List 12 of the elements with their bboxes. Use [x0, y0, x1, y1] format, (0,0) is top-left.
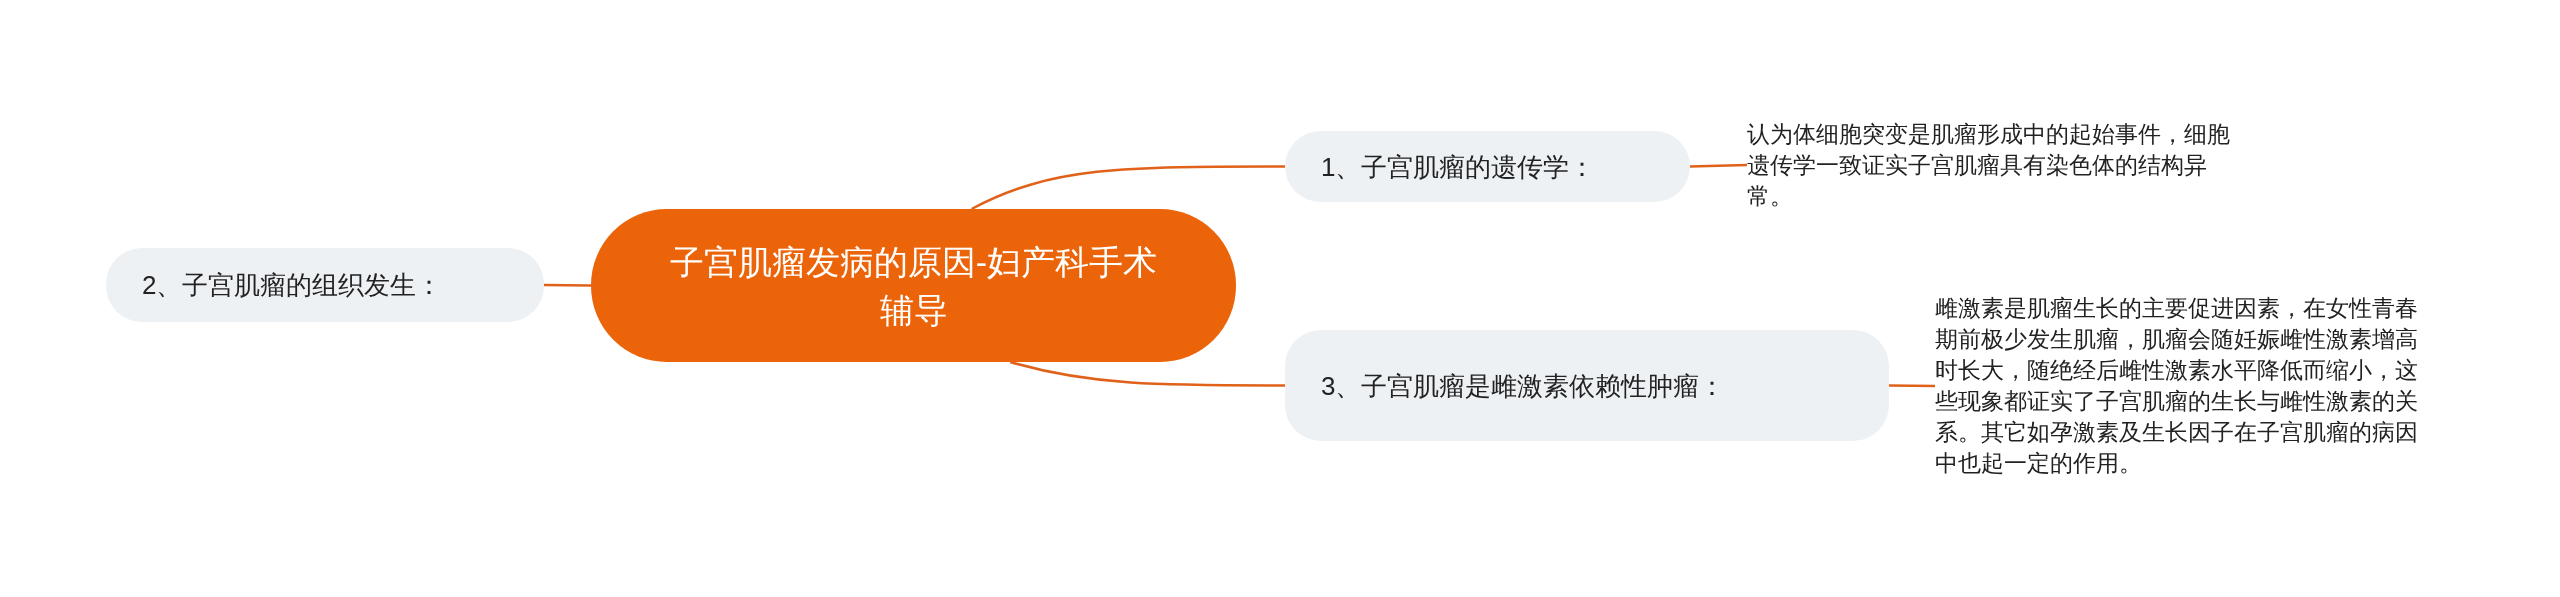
topic-box	[1285, 330, 1889, 441]
topic-label: 3、子宫肌瘤是雌激素依赖性肿瘤：	[1321, 369, 1726, 403]
topic-label: 1、子宫肌瘤的遗传学：	[1321, 150, 1596, 184]
topic-label: 2、子宫肌瘤的组织发生：	[142, 269, 443, 302]
note-text: 认为体细胞突变是肌瘤形成中的起始事件，细胞遗传学一致证实子宫肌瘤具有染色体的结构异常。	[1747, 119, 2231, 211]
connector-line	[1889, 384, 1935, 388]
connector-line	[1689, 163, 1748, 168]
connector-line	[544, 283, 591, 287]
note-text: 雌激素是肌瘤生长的主要促进因素，在女性青春期前极少发生肌瘤，肌瘤会随妊娠雌性激素增高时长大，随绝经后雌性激素水平降低而缩小，这些现象都证实了子宫肌瘤的生长与雌性激素的关系。其它如孕激素及生长因子在子宫肌瘤的病因中也起一定的作用。	[1935, 294, 2419, 478]
topic-label: 子宫肌瘤发病的原因-妇产科手术辅导	[668, 241, 1159, 331]
connector-line	[1009, 360, 1285, 387]
connector-line	[971, 165, 1285, 211]
